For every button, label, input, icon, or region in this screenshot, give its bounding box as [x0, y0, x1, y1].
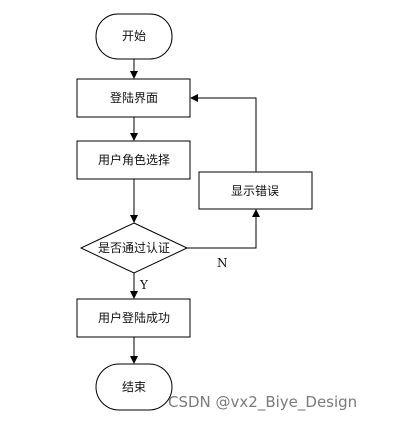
login-screen-box — [76, 78, 191, 118]
show-error-box — [198, 171, 313, 210]
yes-label: Y — [139, 278, 149, 292]
watermark: CSDN @vx2_Biye_Design — [168, 393, 358, 411]
auth-decision-label: 是否通过认证 — [98, 241, 170, 255]
show-error-label: 显示错误 — [231, 184, 279, 198]
login-success-label: 用户登陆成功 — [98, 310, 170, 325]
login-success-box — [76, 298, 191, 338]
edge-auth-to-error — [187, 209, 260, 249]
end-label: 结束 — [122, 380, 146, 394]
login-screen-label: 登陆界面 — [110, 90, 158, 105]
role-select-label: 用户角色选择 — [98, 152, 170, 167]
end-terminal — [95, 363, 173, 411]
no-label: N — [217, 256, 228, 270]
start-label: 开始 — [122, 29, 146, 43]
edge-error-to-login — [190, 94, 257, 172]
